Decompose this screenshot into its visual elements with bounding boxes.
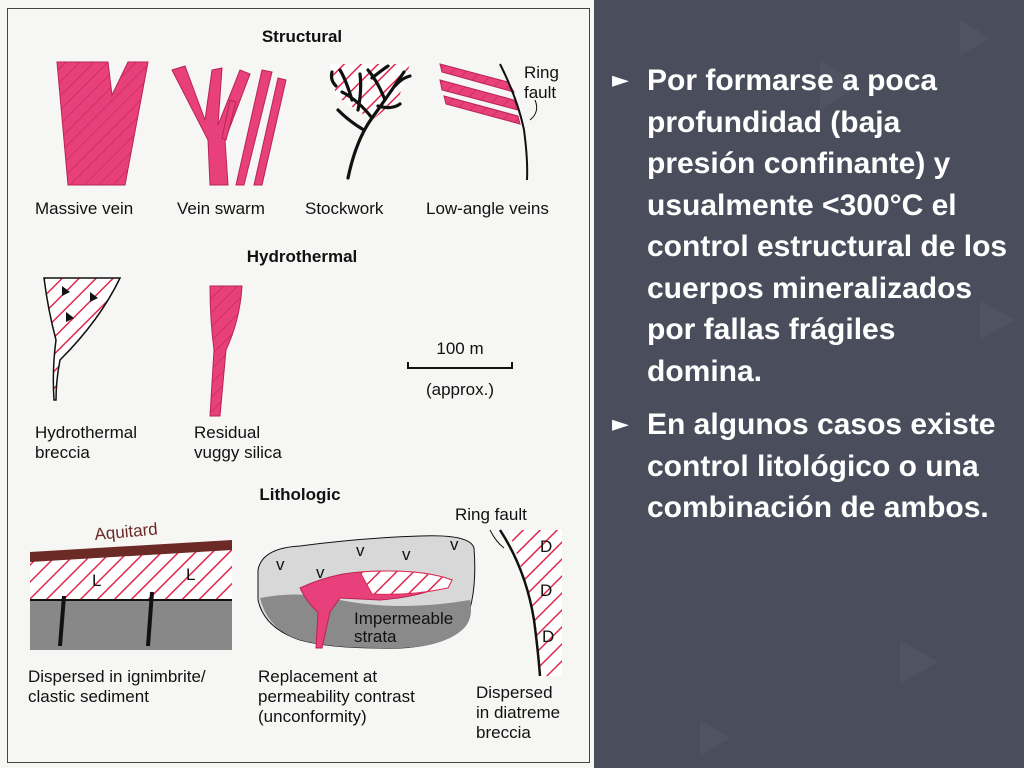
label-ring-fault-top-1: Ring: [524, 63, 559, 82]
bullet-item: ► En algunos casos existe control litoló…: [612, 404, 1012, 529]
label-replacement-2: permeability contrast: [258, 687, 415, 706]
hydrothermal-breccia-shape: [43, 277, 122, 401]
section-structural: Structural: [262, 27, 342, 46]
label-diatreme-1: Dispersed: [476, 683, 553, 702]
bullet-arrow-icon: ►: [612, 412, 629, 437]
label-scale-note: (approx.): [426, 380, 494, 399]
label-d-3: D: [542, 627, 554, 646]
label-dispersed-ign-1: Dispersed in ignimbrite/: [28, 667, 206, 686]
massive-vein-shape: [56, 61, 149, 186]
label-aquitard: Aquitard: [94, 520, 159, 544]
label-replacement-1: Replacement at: [258, 667, 377, 686]
stockwork-shape: [329, 64, 412, 180]
label-residual-1: Residual: [194, 423, 260, 442]
label-vein-swarm: Vein swarm: [177, 199, 265, 218]
replacement-block: [257, 535, 476, 649]
scale-bar: [407, 362, 513, 369]
deposit-types-diagram: Structural Hydrothermal Lithologic Massi…: [28, 27, 562, 742]
label-massive-vein: Massive vein: [35, 199, 133, 218]
figure-frame: [7, 8, 590, 763]
figure-panel: Structural Hydrothermal Lithologic Massi…: [0, 0, 594, 768]
label-impermeable-2: strata: [354, 627, 397, 646]
bullet-item: ► Por formarse a poca profundidad (baja …: [612, 60, 1012, 392]
diatreme-block: [489, 529, 562, 677]
bullet-arrow-icon: ►: [612, 68, 629, 93]
section-lithologic: Lithologic: [259, 485, 340, 504]
vein-swarm-shape: [171, 65, 287, 186]
label-low-angle-veins: Low-angle veins: [426, 199, 549, 218]
bullet-text: En algunos casos existe control litológi…: [647, 408, 996, 524]
label-d-1: D: [540, 537, 552, 556]
residual-vuggy-silica-shape: [209, 285, 243, 417]
label-diatreme-2: in diatreme: [476, 703, 560, 722]
label-hydro-breccia-1: Hydrothermal: [35, 423, 137, 442]
section-hydrothermal: Hydrothermal: [247, 247, 358, 266]
ignimbrite-block: [30, 540, 232, 650]
label-ring-fault-top-2: fault: [524, 83, 556, 102]
label-v-5: v: [450, 535, 459, 554]
label-l-mark-1: L: [92, 571, 101, 590]
low-angle-veins-shape: [439, 63, 538, 181]
label-scale: 100 m: [436, 339, 483, 358]
label-impermeable-1: Impermeable: [354, 609, 453, 628]
label-ring-fault-bottom: Ring fault: [455, 505, 527, 524]
label-replacement-3: (unconformity): [258, 707, 367, 726]
label-d-2: D: [540, 581, 552, 600]
label-v-1: v: [276, 555, 285, 574]
label-v-2: v: [316, 563, 325, 582]
bullet-list: ► Por formarse a poca profundidad (baja …: [612, 60, 1012, 541]
bullet-text: Por formarse a poca profundidad (baja pr…: [647, 64, 1008, 388]
label-v-4: v: [402, 545, 411, 564]
label-dispersed-ign-2: clastic sediment: [28, 687, 149, 706]
label-diatreme-3: breccia: [476, 723, 531, 742]
label-l-mark-2: L: [186, 565, 195, 584]
label-residual-2: vuggy silica: [194, 443, 282, 462]
label-hydro-breccia-2: breccia: [35, 443, 90, 462]
label-v-3: v: [356, 541, 365, 560]
label-stockwork: Stockwork: [305, 199, 384, 218]
